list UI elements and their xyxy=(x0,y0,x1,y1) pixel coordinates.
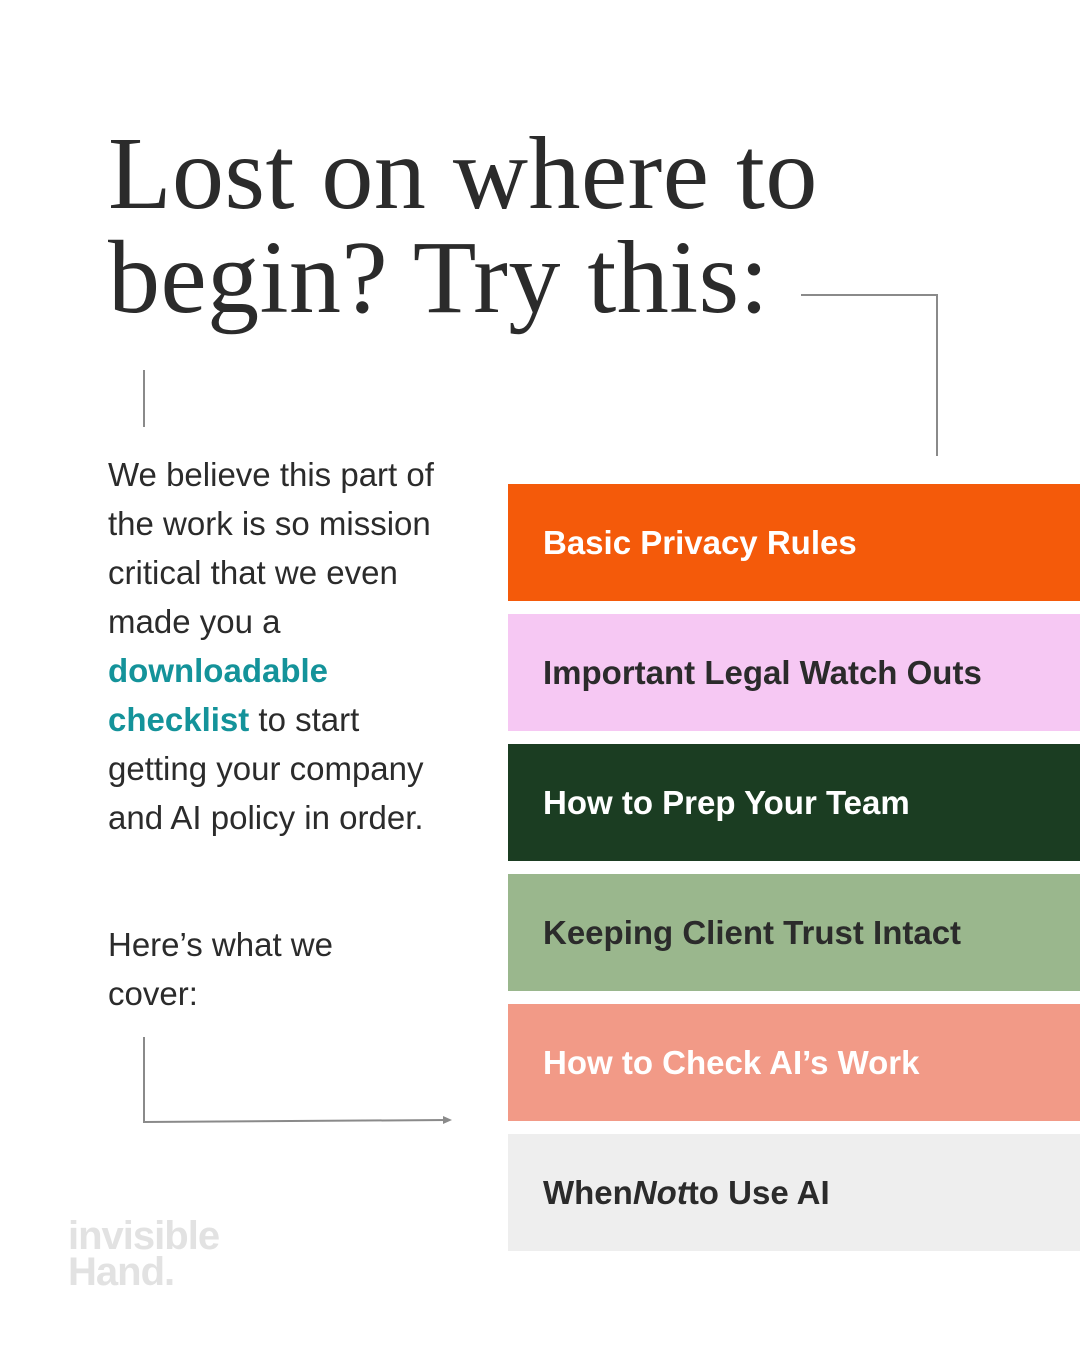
connector-headline-to-list xyxy=(801,294,938,456)
topic-item: How to Prep Your Team xyxy=(508,744,1080,861)
intro-paragraph: We believe this part of the work is so m… xyxy=(108,450,448,842)
topic-label-before: Keeping Client Trust Intact xyxy=(543,913,962,951)
topic-label-before: How to Check AI’s Work xyxy=(543,1043,920,1081)
headline-line-2: begin? Try this: xyxy=(108,220,769,335)
topic-item: Important Legal Watch Outs xyxy=(508,614,1080,731)
topic-label-after: to Use AI xyxy=(687,1173,830,1211)
topic-label-before: Basic Privacy Rules xyxy=(543,523,857,561)
logo-line-2: Hand. xyxy=(68,1250,175,1294)
topic-item: When Not to Use AI xyxy=(508,1134,1080,1251)
intro-text-before: We believe this part of the work is so m… xyxy=(108,456,434,640)
connector-arrow-line xyxy=(143,1037,449,1124)
topic-item: Basic Privacy Rules xyxy=(508,484,1080,601)
topic-label-before: Important Legal Watch Outs xyxy=(543,653,982,691)
topic-label-emphasis: Not xyxy=(632,1173,688,1211)
cover-intro-text: Here’s what we cover: xyxy=(108,926,333,1012)
headline-line-1: Lost on where to xyxy=(108,116,818,231)
topic-item: Keeping Client Trust Intact xyxy=(508,874,1080,991)
invisible-hand-logo: invisible Hand. xyxy=(68,1214,220,1294)
downloadable-checklist-link[interactable]: downloadable checklist xyxy=(108,652,329,738)
topic-item: How to Check AI’s Work xyxy=(508,1004,1080,1121)
headline: Lost on where to begin? Try this: xyxy=(108,122,868,330)
intro-text-after: to start getting your company and AI pol… xyxy=(108,701,424,836)
topic-label-before: How to Prep Your Team xyxy=(543,783,910,821)
logo-line-1: invisible xyxy=(68,1214,220,1258)
topic-label-before: When xyxy=(543,1173,633,1211)
arrowhead-icon xyxy=(443,1116,452,1124)
topic-list: Basic Privacy Rules Important Legal Watc… xyxy=(508,484,1080,1251)
